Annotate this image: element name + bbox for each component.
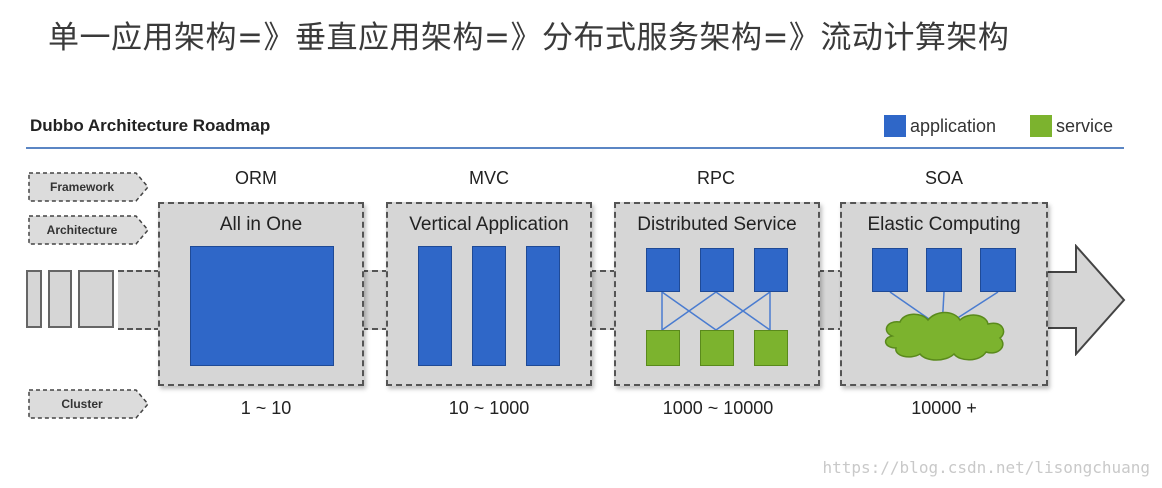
service-block [754,330,788,366]
application-block [472,246,506,366]
application-block [754,248,788,292]
framework-orm: ORM [235,168,277,188]
legend-application: application [884,115,996,137]
arrow-stripe [78,270,114,328]
stage-distributed-service: Distributed Service [614,202,820,386]
legend-service: service [1030,115,1113,137]
framework-soa: SOA [924,168,963,188]
stage-label: Distributed Service [637,214,797,235]
cluster-range-1: 1 ~ 10 [240,398,292,418]
dependency-lines [661,291,771,331]
application-block [190,246,334,366]
stage-label: All in One [219,214,303,235]
application-block [646,248,680,292]
legend-service-label: service [1056,115,1114,136]
cluster-range-2: 10 ~ 1000 [448,398,530,418]
arrow-connector [818,270,844,330]
service-block [700,330,734,366]
page-title: 单一应用架构=》垂直应用架构=》分布式服务架构=》流动计算架构 [48,20,1010,56]
arrow-connector [362,270,388,330]
side-tag-framework-label: Framework [49,180,115,194]
application-block [926,248,962,292]
application-swatch [884,115,906,137]
side-tag-architecture: Architecture [28,215,149,245]
framework-mvc: MVC [469,168,509,188]
stage-vertical-application: Vertical Application [386,202,592,386]
watermark: https://blog.csdn.net/lisongchuang [822,458,1150,477]
application-block [980,248,1016,292]
side-tag-architecture-label: Architecture [46,223,118,237]
arrow-head [1044,244,1126,356]
service-cloud [884,291,1005,361]
application-block [526,246,560,366]
framework-rpc: RPC [696,168,735,188]
arrow-stripe [26,270,42,328]
stage-label: Vertical Application [409,214,569,235]
side-tag-cluster-label: Cluster [61,397,103,411]
cluster-range-4: 10000 + [911,398,977,418]
arrow-stripe [48,270,72,328]
stage-elastic-computing: Elastic Computing [840,202,1048,386]
side-tag-framework: Framework [28,172,149,202]
stage-label: Elastic Computing [867,214,1021,235]
service-block [646,330,680,366]
application-block [418,246,452,366]
legend-application-label: application [910,115,997,136]
diagram-title: Dubbo Architecture Roadmap [30,116,271,135]
cluster-range-3: 1000 ~ 10000 [662,398,774,418]
header-rule [26,147,1124,149]
arrow-connector [118,270,160,330]
stage-all-in-one: All in One [158,202,364,386]
application-block [700,248,734,292]
arrow-connector [590,270,616,330]
application-block [872,248,908,292]
service-swatch [1030,115,1052,137]
side-tag-cluster: Cluster [28,389,149,419]
